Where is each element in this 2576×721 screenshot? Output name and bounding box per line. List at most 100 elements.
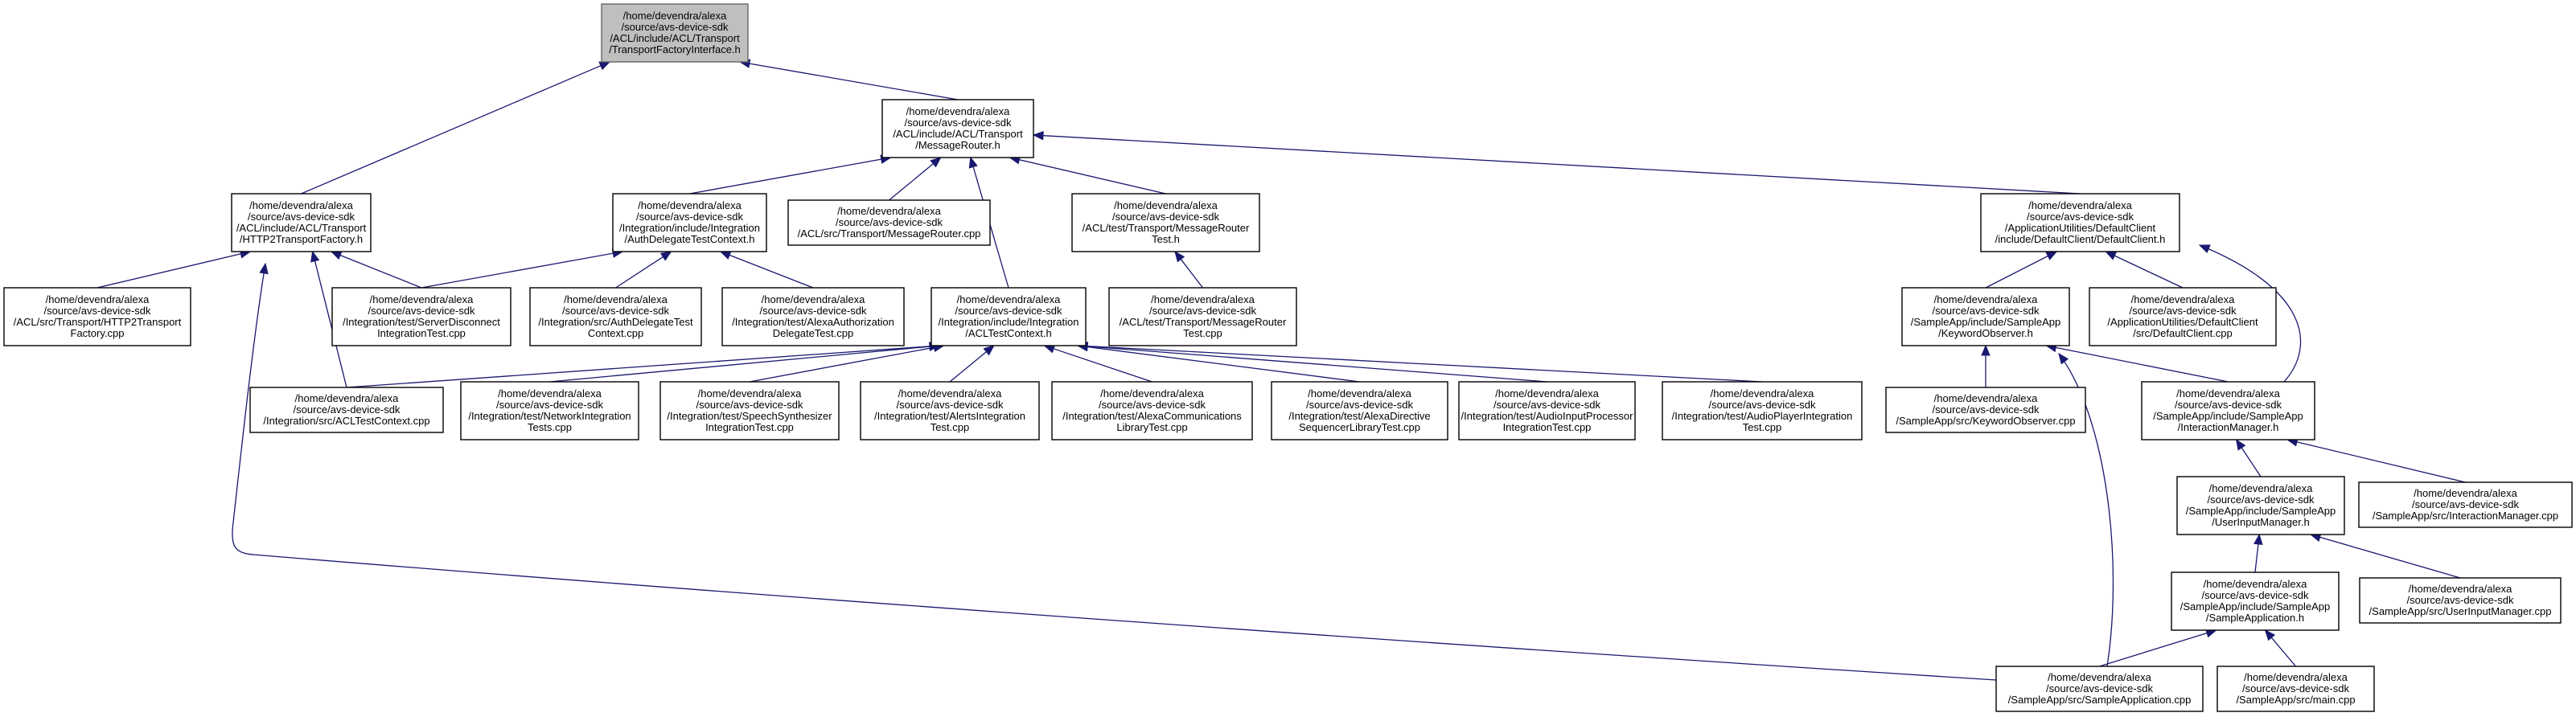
node-label-line: DelegateTest.cpp [773,327,853,339]
edge-authdeltest-to-authctx-h [615,251,672,289]
edge-line [949,350,988,383]
node-label-line: /home/devendra/alexa [295,392,399,404]
edge-line [889,162,935,201]
node-label-line: /source/avs-device-sdk [622,21,729,33]
node-http2tf-h[interactable]: /home/devendra/alexa/source/avs-device-s… [231,193,372,252]
node-box [1051,381,1253,440]
node-mrouter-cpp[interactable]: /home/devendra/alexa/source/avs-device-s… [787,199,991,246]
node-authdeltest[interactable]: /home/devendra/alexa/source/avs-device-s… [529,287,702,346]
node-defclient-h[interactable]: /home/devendra/alexa/source/avs-device-s… [1980,193,2180,252]
edge-defclient-h-to-mrouter-h [1032,130,2081,195]
arrowhead [719,251,732,260]
node-label-line: /home/devendra/alexa [2131,293,2235,305]
node-label-line: /home/devendra/alexa [623,10,727,22]
node-label-line: Test.cpp [1183,327,1222,339]
node-label-line: /Integration/test/AlexaAuthorization [732,316,894,328]
node-audioplayer[interactable]: /home/devendra/alexa/source/avs-device-s… [1662,381,1863,440]
arrowhead [2253,533,2263,546]
node-label-line: /home/devendra/alexa [1308,387,1411,399]
node-box [2171,571,2340,631]
node-intmgr-h[interactable]: /home/devendra/alexa/source/avs-device-s… [2141,381,2315,440]
node-kwobs-cpp[interactable]: /home/devendra/alexa/source/avs-device-s… [1885,387,2086,433]
node-mrouter-h[interactable]: /home/devendra/alexa/source/avs-device-s… [881,99,1034,158]
edge-line [1179,257,1204,289]
edge-http2tf-cpp-to-http2tf-h [97,249,252,289]
edge-line [301,64,603,195]
node-label-line: LibraryTest.cpp [1116,421,1187,433]
node-label-line: /source/avs-device-sdk [836,216,943,228]
node-label-line: /SampleApp/include/SampleApp [2153,410,2303,422]
node-label-line: /home/devendra/alexa [638,199,742,211]
node-box [231,193,372,252]
node-box [2176,476,2345,535]
node-label-line: /Integration/test/NetworkIntegration [468,410,631,422]
edge-line [314,259,347,388]
node-label-line: /ACL/include/ACL/Transport [893,128,1023,140]
node-label-line: /source/avs-device-sdk [2175,399,2282,411]
arrowhead [2045,251,2058,260]
node-speech[interactable]: /home/devendra/alexa/source/avs-device-s… [659,381,840,440]
arrowhead [983,345,995,356]
node-label-line: /home/devendra/alexa [1100,387,1204,399]
node-box [3,287,191,346]
node-main-cpp[interactable]: /home/devendra/alexa/source/avs-device-s… [2217,666,2375,712]
node-sampleapp-cpp[interactable]: /home/devendra/alexa/source/avs-device-s… [1995,666,2204,712]
edge-line [2270,636,2296,667]
node-label-line: SequencerLibraryTest.cpp [1299,421,1420,433]
node-intmgr-cpp[interactable]: /home/devendra/alexa/source/avs-device-s… [2358,481,2573,528]
node-uimgr-cpp[interactable]: /home/devendra/alexa/source/avs-device-s… [2359,577,2562,624]
node-alexacomm[interactable]: /home/devendra/alexa/source/avs-device-s… [1051,381,1253,440]
node-label-line: /source/avs-device-sdk [1099,399,1206,411]
edge-speech-to-aclctx-h [749,342,945,383]
node-http2tf-cpp[interactable]: /home/devendra/alexa/source/avs-device-s… [3,287,191,346]
edge-kwobs-cpp-to-kwobs-h [1981,344,1991,387]
node-box [1885,387,2086,433]
node-label-line: /home/devendra/alexa [906,105,1010,117]
node-alexadir[interactable]: /home/devendra/alexa/source/avs-device-s… [1271,381,1448,440]
node-label-line: /home/devendra/alexa [2204,578,2307,590]
edge-line [1085,346,1547,383]
node-aclctx-cpp[interactable]: /home/devendra/alexa/source/avs-device-s… [249,387,444,433]
node-serverdisc[interactable]: /home/devendra/alexa/source/avs-device-s… [331,287,512,346]
edge-line [2113,254,2184,289]
node-label-line: Test.h [1152,233,1180,245]
node-label-line: /Integration/test/AudioInputProcessor [1461,410,1634,422]
node-defclient-cpp[interactable]: /home/devendra/alexa/source/avs-device-s… [2089,287,2277,346]
node-alexaauth[interactable]: /home/devendra/alexa/source/avs-device-s… [721,287,905,346]
nodes-layer: /home/devendra/alexa/source/avs-device-s… [3,3,2573,712]
edge-mrouter-h-to-root [738,59,959,100]
node-label-line: /SampleApp/src/main.cpp [2236,694,2355,706]
edge-intmgr-h-to-kwobs-h [2045,342,2229,383]
node-root[interactable]: /home/devendra/alexa/source/avs-device-s… [601,3,749,63]
node-netint[interactable]: /home/devendra/alexa/source/avs-device-s… [460,381,639,440]
edge-line [2199,244,2302,383]
arrowhead [930,157,942,168]
edge-line [232,263,1997,681]
node-label-line: /ApplicationUtilities/DefaultClient [2005,222,2156,234]
node-audioin[interactable]: /home/devendra/alexa/source/avs-device-s… [1458,381,1636,440]
node-label-line: /src/DefaultClient.cpp [2133,327,2233,339]
node-uimgr-h[interactable]: /home/devendra/alexa/source/avs-device-s… [2176,476,2345,535]
node-box [881,99,1034,158]
edge-line [1085,345,1763,383]
node-box [1458,381,1636,440]
node-mrtest-h[interactable]: /home/devendra/alexa/source/avs-device-s… [1071,193,1260,252]
node-label-line: /home/devendra/alexa [1934,392,2038,404]
edge-alexaauth-to-authctx-h [719,251,814,289]
edge-aclctx-h-to-mrouter-h [968,156,1009,289]
node-sampleapp-h[interactable]: /home/devendra/alexa/source/avs-device-s… [2171,571,2340,631]
edge-sampleapp-h-to-uimgr-h [2253,533,2263,573]
node-label-line: /SampleApp/src/SampleApplication.cpp [2008,694,2192,706]
edge-line [1017,158,1166,195]
node-label-line: /Integration/test/ServerDisconnect [343,316,500,328]
node-label-line: /include/DefaultClient/DefaultClient.h [1995,233,2166,245]
node-label-line: /home/devendra/alexa [1151,293,1255,305]
node-kwobs-h[interactable]: /home/devendra/alexa/source/avs-device-s… [1901,287,2070,346]
node-aclctx-h[interactable]: /home/devendra/alexa/source/avs-device-s… [931,287,1087,346]
edge-intmgr-h-to-defclient-h [2198,244,2302,383]
edge-line [1985,254,2050,289]
node-label-line: /Integration/test/SpeechSynthesizer [667,410,832,422]
node-alerts[interactable]: /home/devendra/alexa/source/avs-device-s… [860,381,1040,440]
node-mrtest-cpp[interactable]: /home/devendra/alexa/source/avs-device-s… [1108,287,1297,346]
node-authctx-h[interactable]: /home/devendra/alexa/source/avs-device-s… [612,193,767,252]
